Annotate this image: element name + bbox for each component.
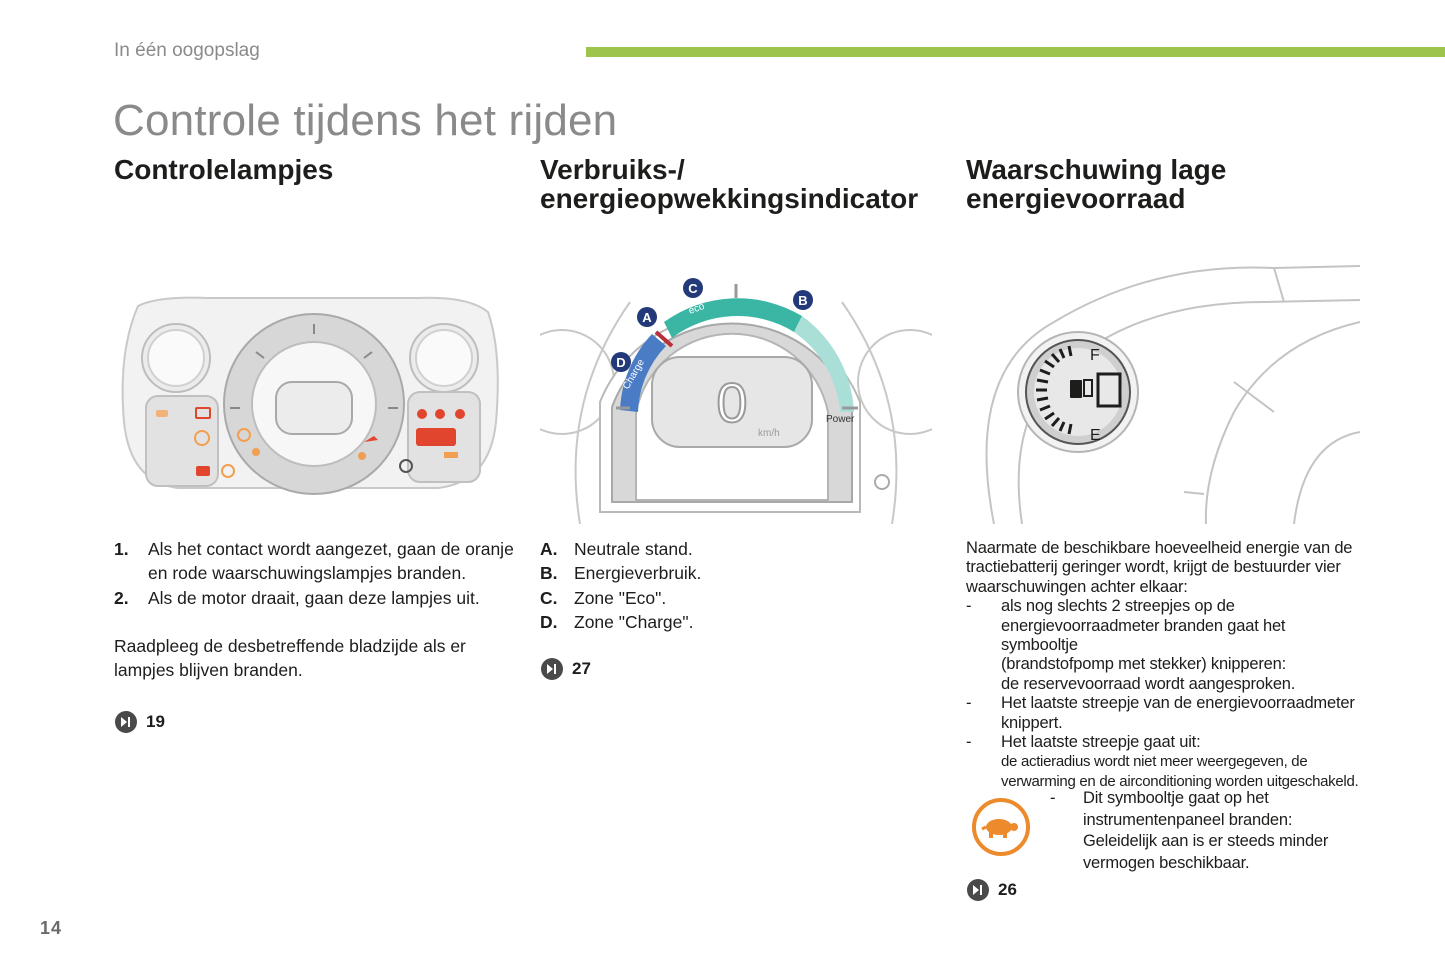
warning-line-small: verwarming en de airconditioning worden …: [1001, 772, 1359, 790]
page-reference-19[interactable]: 19: [114, 710, 165, 734]
list-item: 2. Als de motor draait, gaan deze lampjes…: [114, 586, 514, 610]
page-reference-icon: [967, 879, 989, 901]
turtle-note-line: Dit symbooltje gaat op het: [1083, 789, 1269, 807]
column-3-body: Naarmate de beschikbare hoeveelheid ener…: [966, 539, 1366, 791]
warning-line: als nog slechts 2 streepjes op de: [1001, 597, 1235, 616]
warning-item: - Het laatste streepje van de energievoo…: [966, 694, 1366, 733]
airbag-icon: [417, 409, 465, 419]
empty-label: E: [1090, 427, 1101, 444]
section-label: In één oogopslag: [114, 40, 260, 61]
marker-a: A: [637, 307, 657, 327]
instrument-cluster-figure: [121, 296, 499, 495]
column-2-title-line2: energieopwekkingsindicator: [540, 183, 919, 214]
column-2-title: Verbruiks-/ energieopwekkingsindicator: [540, 155, 918, 213]
list-item: D. Zone "Charge".: [540, 610, 920, 634]
page-reference-number: 26: [998, 880, 1017, 899]
turtle-note-line: instrumentenpaneel branden:: [1083, 810, 1293, 829]
column-3-title: Waarschuwing lage energievoorraad: [966, 155, 1226, 213]
turtle-note: - Dit symbooltje gaat op het instrumente…: [1050, 788, 1370, 874]
page-reference-icon: [115, 711, 137, 733]
warning-line: energievoorraadmeter branden gaat het sy…: [1001, 616, 1286, 655]
eps-icon: [444, 452, 458, 458]
warning-line-small: de actieradius wordt niet meer weergegev…: [1001, 753, 1308, 771]
cruise-icon: [237, 428, 251, 442]
list-marker: 1.: [114, 539, 129, 559]
list-item: B. Energieverbruik.: [540, 561, 920, 585]
list-marker: 2.: [114, 587, 129, 608]
full-label: F: [1090, 347, 1100, 364]
dash-marker: -: [966, 597, 972, 616]
warning-line: knippert.: [1001, 713, 1063, 732]
dash-marker: -: [1050, 789, 1056, 807]
list-text: Als de motor draait, gaan deze lampjes u…: [148, 587, 480, 608]
page-reference-number: 27: [572, 659, 591, 678]
svg-text:A: A: [642, 310, 652, 325]
marker-b: B: [793, 290, 813, 310]
marker-d: D: [611, 352, 631, 372]
dash-marker: -: [966, 694, 972, 713]
energy-gauge-figure: 0 km/h Charge eco Power A B C D: [540, 262, 932, 524]
column-1-note: Raadpleeg de desbetreffende bladzijde al…: [114, 636, 466, 681]
dash-marker: -: [966, 733, 972, 752]
off-icon: [358, 452, 366, 460]
page-reference-27[interactable]: 27: [540, 657, 591, 681]
fuel-pump-plug-icon: [1070, 379, 1093, 398]
column-3-title-line2: energievoorraad: [966, 183, 1186, 214]
power-label: Power: [826, 414, 855, 425]
page-title: Controle tijdens het rijden: [113, 96, 618, 145]
marker-c: C: [683, 278, 703, 298]
intro-text: Naarmate de beschikbare hoeveelheid ener…: [966, 539, 1353, 596]
warning-list: - als nog slechts 2 streepjes op de ener…: [966, 597, 1366, 791]
list-text: Zone "Eco".: [574, 587, 667, 608]
svg-text:D: D: [616, 355, 625, 370]
engine-icon: [196, 466, 210, 476]
warning-block-icon: [416, 428, 456, 446]
list-text: Als het contact wordt aangezet, gaan de …: [148, 539, 514, 584]
warning-item: - als nog slechts 2 streepjes op de ener…: [966, 597, 1366, 694]
list-item: A. Neutrale stand.: [540, 537, 920, 561]
turtle-note-line: Geleidelijk aan is er steeds minder: [1083, 832, 1329, 850]
warning-line: Het laatste streepje van de energievoorr…: [1001, 694, 1355, 713]
column-2-title-line1: Verbruiks-/: [540, 154, 685, 185]
eco-label: eco: [687, 301, 706, 317]
list-text: Neutrale stand.: [574, 539, 693, 559]
energy-level-figure: F E: [974, 262, 1360, 524]
column-1-list: 1. Als het contact wordt aangezet, gaan d…: [114, 537, 514, 610]
speed-readout: 0: [716, 371, 747, 434]
speed-unit: km/h: [758, 428, 780, 439]
brake-icon: [194, 430, 210, 446]
digit-readout: [1096, 372, 1122, 408]
abs-icon: [221, 464, 235, 478]
page-reference-icon: [541, 658, 563, 680]
list-item: C. Zone "Eco".: [540, 586, 920, 610]
warning-line: Het laatste streepje gaat uit:: [1001, 733, 1201, 752]
svg-text:C: C: [688, 281, 698, 296]
turtle-icon: [972, 798, 1030, 856]
list-text: Zone "Charge".: [574, 611, 694, 632]
knob-icon: [399, 459, 413, 473]
seatbelt-icon: [252, 448, 260, 456]
column-1-title: Controlelampjes: [114, 154, 334, 185]
ready-icon: [364, 436, 378, 442]
list-marker: A.: [540, 539, 558, 559]
list-marker: C.: [540, 587, 558, 608]
page-reference-26[interactable]: 26: [966, 878, 1017, 902]
warning-line: (brandstofpomp met stekker) knipperen:: [1001, 655, 1286, 674]
list-item: 1. Als het contact wordt aangezet, gaan d…: [114, 537, 514, 586]
battery-icon: [195, 407, 211, 419]
page-number: 14: [40, 918, 63, 938]
turtle-note-line: vermogen beschikbaar.: [1083, 853, 1250, 872]
accent-bar: [586, 47, 1445, 57]
svg-text:B: B: [798, 293, 807, 308]
column-2-list: A. Neutrale stand. B. Energieverbruik. C. Z…: [540, 537, 920, 634]
warning-item: - Het laatste streepje gaat uit: de acti…: [966, 733, 1366, 791]
list-marker: B.: [540, 563, 558, 584]
page-reference-number: 19: [146, 712, 165, 731]
list-marker: D.: [540, 611, 558, 632]
warning-line: de reservevoorraad wordt aangesproken.: [1001, 674, 1296, 693]
oil-pressure-icon: [156, 410, 168, 417]
column-3-title-line1: Waarschuwing lage: [966, 154, 1227, 185]
list-text: Energieverbruik.: [574, 563, 702, 584]
